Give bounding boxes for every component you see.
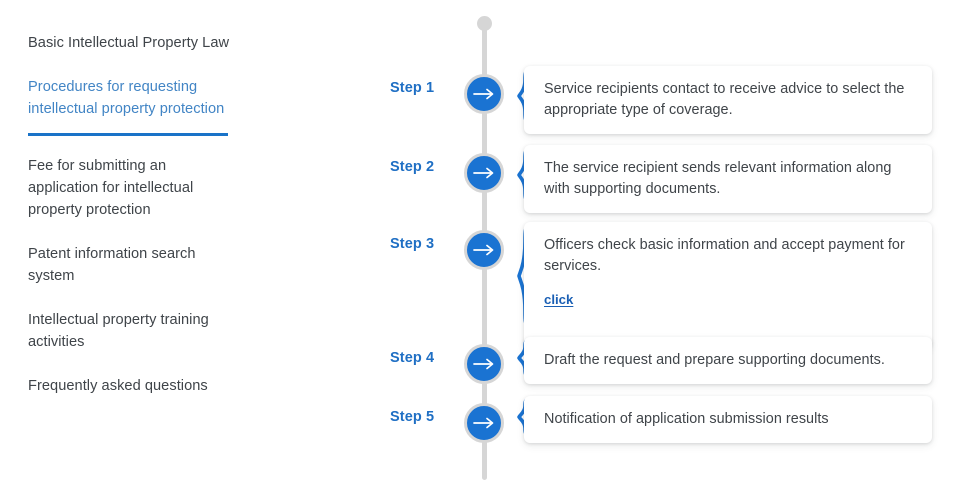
step-marker-circle[interactable]	[464, 74, 504, 114]
arrow-right-icon	[473, 167, 495, 179]
timeline-top-dot	[477, 16, 492, 31]
step-marker-circle[interactable]	[464, 344, 504, 384]
arrow-right-icon	[473, 358, 495, 370]
sidebar-item-procedures-requesting-protection[interactable]: Procedures for requesting intellectual p…	[28, 79, 225, 117]
arrow-right-icon	[473, 244, 495, 256]
step-card[interactable]: Officers check basic information and acc…	[524, 222, 932, 348]
step-label: Step 3	[390, 236, 435, 252]
sidebar-nav: Basic Intellectual Property Law Procedur…	[28, 32, 240, 397]
step-marker-circle[interactable]	[464, 153, 504, 193]
step-card[interactable]: Service recipients contact to receive ad…	[524, 66, 932, 134]
sidebar-item-training-activities[interactable]: Intellectual property training activitie…	[28, 312, 209, 350]
step-card-text: Notification of application submission r…	[544, 411, 829, 427]
step-label: Step 2	[390, 159, 435, 175]
sidebar-item-fee-for-application[interactable]: Fee for submitting an application for in…	[28, 158, 194, 218]
sidebar-active-underline	[28, 133, 228, 136]
step-card-click-link[interactable]: click	[544, 292, 574, 307]
step-card-text: Draft the request and prepare supporting…	[544, 352, 885, 368]
step-label: Step 4	[390, 350, 435, 366]
step-card[interactable]: Notification of application submission r…	[524, 396, 932, 443]
card-spacer	[544, 309, 916, 335]
step-card-text: Officers check basic information and acc…	[544, 237, 905, 274]
step-card[interactable]: The service recipient sends relevant inf…	[524, 145, 932, 213]
step-marker-circle[interactable]	[464, 230, 504, 270]
step-marker-circle[interactable]	[464, 403, 504, 443]
step-label: Step 1	[390, 80, 435, 96]
arrow-right-icon	[473, 88, 495, 100]
sidebar-item-basic-ip-law[interactable]: Basic Intellectual Property Law	[28, 35, 230, 51]
step-label: Step 5	[390, 409, 435, 425]
sidebar-item-patent-search-system[interactable]: Patent information search system	[28, 246, 196, 284]
step-card-text: The service recipient sends relevant inf…	[544, 160, 892, 197]
sidebar-item-faq[interactable]: Frequently asked questions	[28, 378, 208, 394]
arrow-right-icon	[473, 417, 495, 429]
step-card[interactable]: Draft the request and prepare supporting…	[524, 337, 932, 384]
step-card-text: Service recipients contact to receive ad…	[544, 81, 905, 118]
